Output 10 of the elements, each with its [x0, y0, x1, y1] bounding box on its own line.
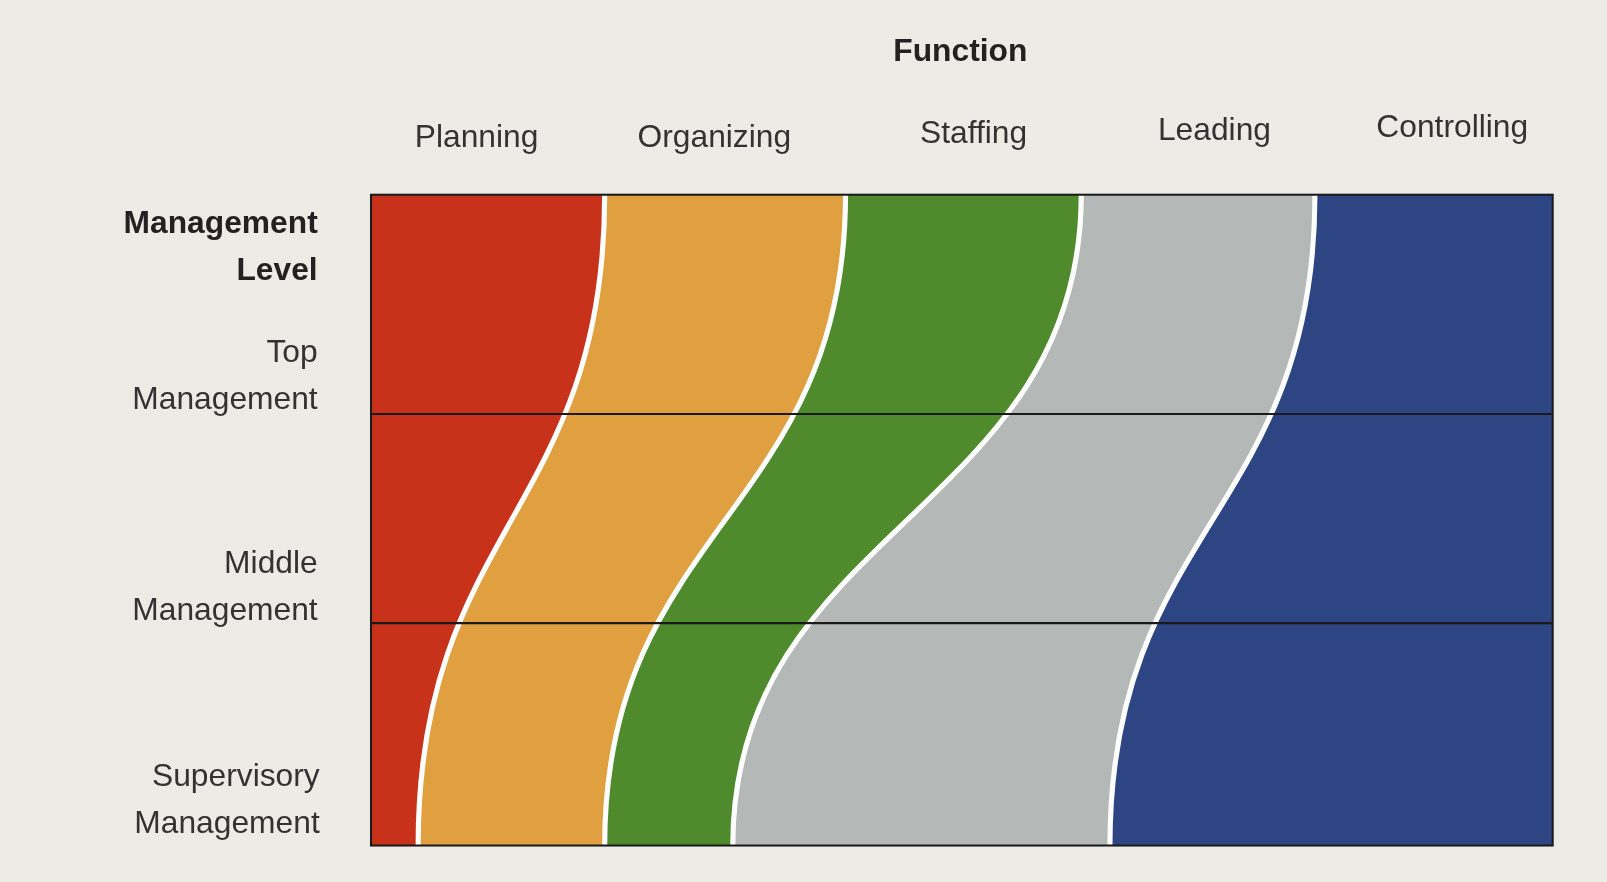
axis-title: Management Level [122, 202, 318, 289]
column-header: Planning [414, 116, 539, 156]
row-header: Top Management [131, 332, 318, 419]
column-header: Controlling [1376, 107, 1529, 147]
column-header: Leading [1157, 110, 1271, 150]
row-header: Supervisory Management [133, 756, 320, 843]
axis-title: Function [893, 31, 1028, 71]
column-header: Organizing [637, 116, 792, 156]
column-header: Staffing [920, 113, 1028, 153]
row-header: Middle Management [131, 543, 318, 630]
